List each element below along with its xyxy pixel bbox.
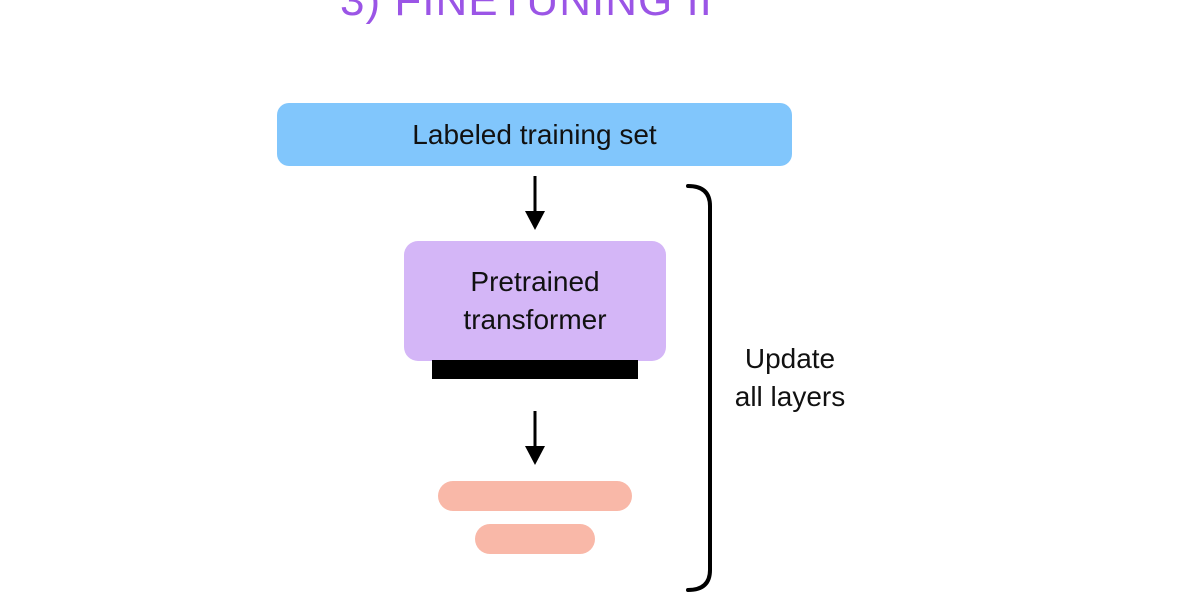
pretrained-transformer-box: Pretrained transformer bbox=[404, 241, 666, 361]
update-all-layers-label: Update all layers bbox=[715, 340, 865, 416]
arrow-training-to-transformer bbox=[525, 176, 545, 230]
transformer-label-line2: transformer bbox=[463, 304, 607, 335]
output-bar-top bbox=[438, 481, 632, 511]
transformer-output-layer bbox=[432, 360, 638, 379]
diagram-title: 3) FINETUNING II bbox=[340, 0, 713, 25]
arrow-transformer-to-output bbox=[525, 411, 545, 465]
transformer-label-line1: Pretrained bbox=[470, 266, 600, 297]
update-all-layers-bracket bbox=[686, 184, 712, 592]
output-bar-bottom bbox=[475, 524, 595, 554]
update-label-line2: all layers bbox=[734, 381, 846, 412]
labeled-training-set-box: Labeled training set bbox=[277, 103, 792, 166]
update-label-line1: Update bbox=[744, 343, 836, 374]
labeled-training-set-label: Labeled training set bbox=[412, 118, 657, 150]
